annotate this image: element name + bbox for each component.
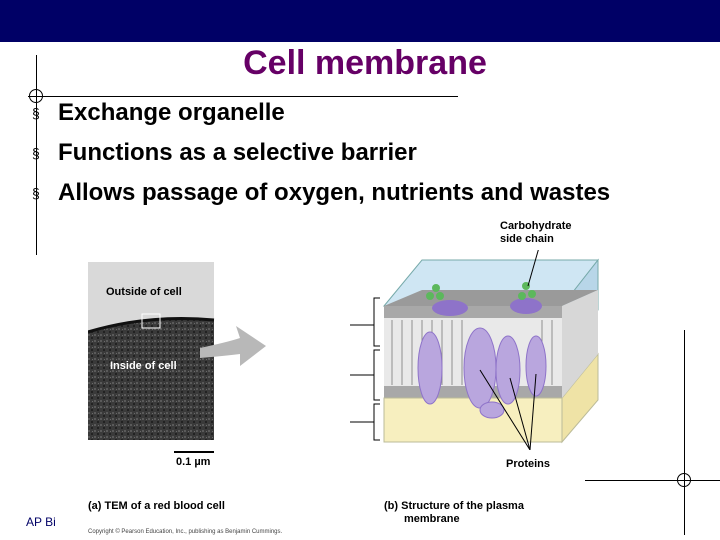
caption-b: (b) Structure of the plasma membrane (384, 500, 524, 526)
label-carbohydrate-line1: Carbohydrate (500, 220, 572, 232)
label-proteins: Proteins (506, 458, 551, 470)
label-carbohydrate-line2: side chain (500, 233, 554, 245)
bottom-guide-line (585, 480, 720, 481)
arrow-icon (200, 326, 266, 366)
label-carbohydrate-side-chain: Carbohydrate side chain (500, 220, 572, 246)
bullet-text: Exchange organelle (58, 99, 285, 126)
left-guide-line (36, 55, 37, 255)
tem-micrograph (88, 262, 215, 453)
bullet-marker-icon: § (32, 105, 40, 121)
caption-b-line2: membrane (404, 513, 460, 525)
bullet-text: Allows passage of oxygen, nutrients and … (58, 179, 611, 206)
bullet-marker-icon: § (32, 185, 40, 201)
header-bar (0, 0, 720, 42)
plasma-membrane-diagram (350, 250, 600, 450)
slide-title: Cell membrane (243, 44, 487, 82)
crosshair-bottom-right (677, 473, 691, 487)
label-inside-of-cell: Inside of cell (110, 360, 177, 372)
bullet-item: § Exchange organelle (30, 98, 610, 138)
bullet-item: § Functions as a selective barrier (30, 138, 610, 178)
caption-a: (a) TEM of a red blood cell (88, 500, 225, 512)
label-outside-of-cell: Outside of cell (106, 286, 182, 298)
caption-b-line1: (b) Structure of the plasma (384, 500, 524, 512)
crosshair-top-left (29, 89, 43, 103)
bullet-list: § Exchange organelle § Functions as a sele… (30, 98, 610, 218)
bullet-marker-icon: § (32, 145, 40, 161)
right-guide-line (684, 330, 685, 535)
copyright-text: Copyright © Pearson Education, Inc., pub… (88, 529, 283, 535)
scale-bar-label: 0.1 µm (176, 456, 211, 468)
footer-course-label: AP Bi (26, 515, 56, 529)
bullet-text: Functions as a selective barrier (58, 139, 417, 166)
title-underline (28, 96, 458, 97)
bullet-item: § Allows passage of oxygen, nutrients and… (30, 178, 610, 218)
